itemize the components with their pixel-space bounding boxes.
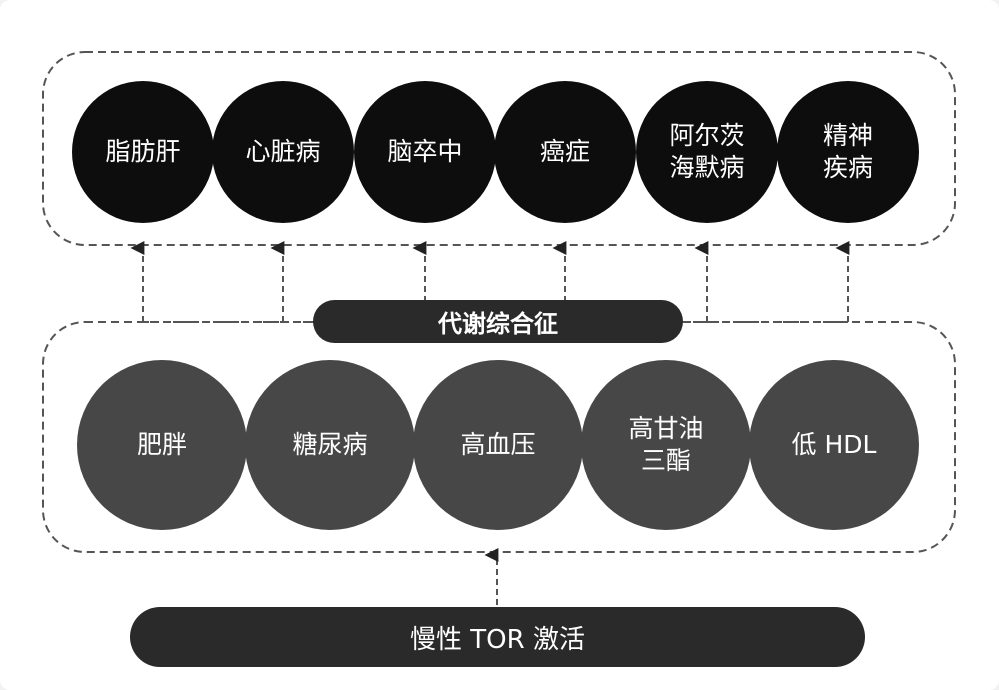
disease-circle (636, 81, 778, 223)
component-label: 肥胖 (136, 430, 188, 459)
disease-circle (494, 81, 636, 223)
component-label: 高甘油 三酯 (628, 414, 704, 475)
disease-label: 阿尔茨 海默病 (669, 121, 745, 182)
disease-label: 癌症 (539, 137, 591, 166)
components-group-box (42, 321, 956, 553)
metabolic-syndrome-label: 代谢综合征 (438, 310, 558, 338)
disease-label: 精神 疾病 (822, 121, 874, 182)
metabolic-syndrome-pill: 代谢综合征 (313, 300, 683, 343)
root-cause-pill: 慢性 TOR 激活 (130, 607, 865, 667)
component-circle (749, 360, 919, 530)
component-circle (77, 360, 247, 530)
component-circle (245, 360, 415, 530)
disease-label: 脂肪肝 (105, 137, 181, 166)
component-label: 低 HDL (791, 430, 877, 459)
component-label: 高血压 (460, 430, 536, 459)
disease-circle (72, 81, 214, 223)
disease-circle (777, 81, 919, 223)
root-cause-label: 慢性 TOR 激活 (410, 624, 585, 655)
disease-circle (212, 81, 354, 223)
component-circle (581, 360, 751, 530)
disease-label: 心脏病 (245, 137, 321, 166)
component-label: 糖尿病 (292, 430, 368, 459)
component-circle (413, 360, 583, 530)
disease-circle (354, 81, 496, 223)
diseases-group-box (42, 51, 956, 246)
disease-label: 脑卒中 (387, 137, 463, 166)
